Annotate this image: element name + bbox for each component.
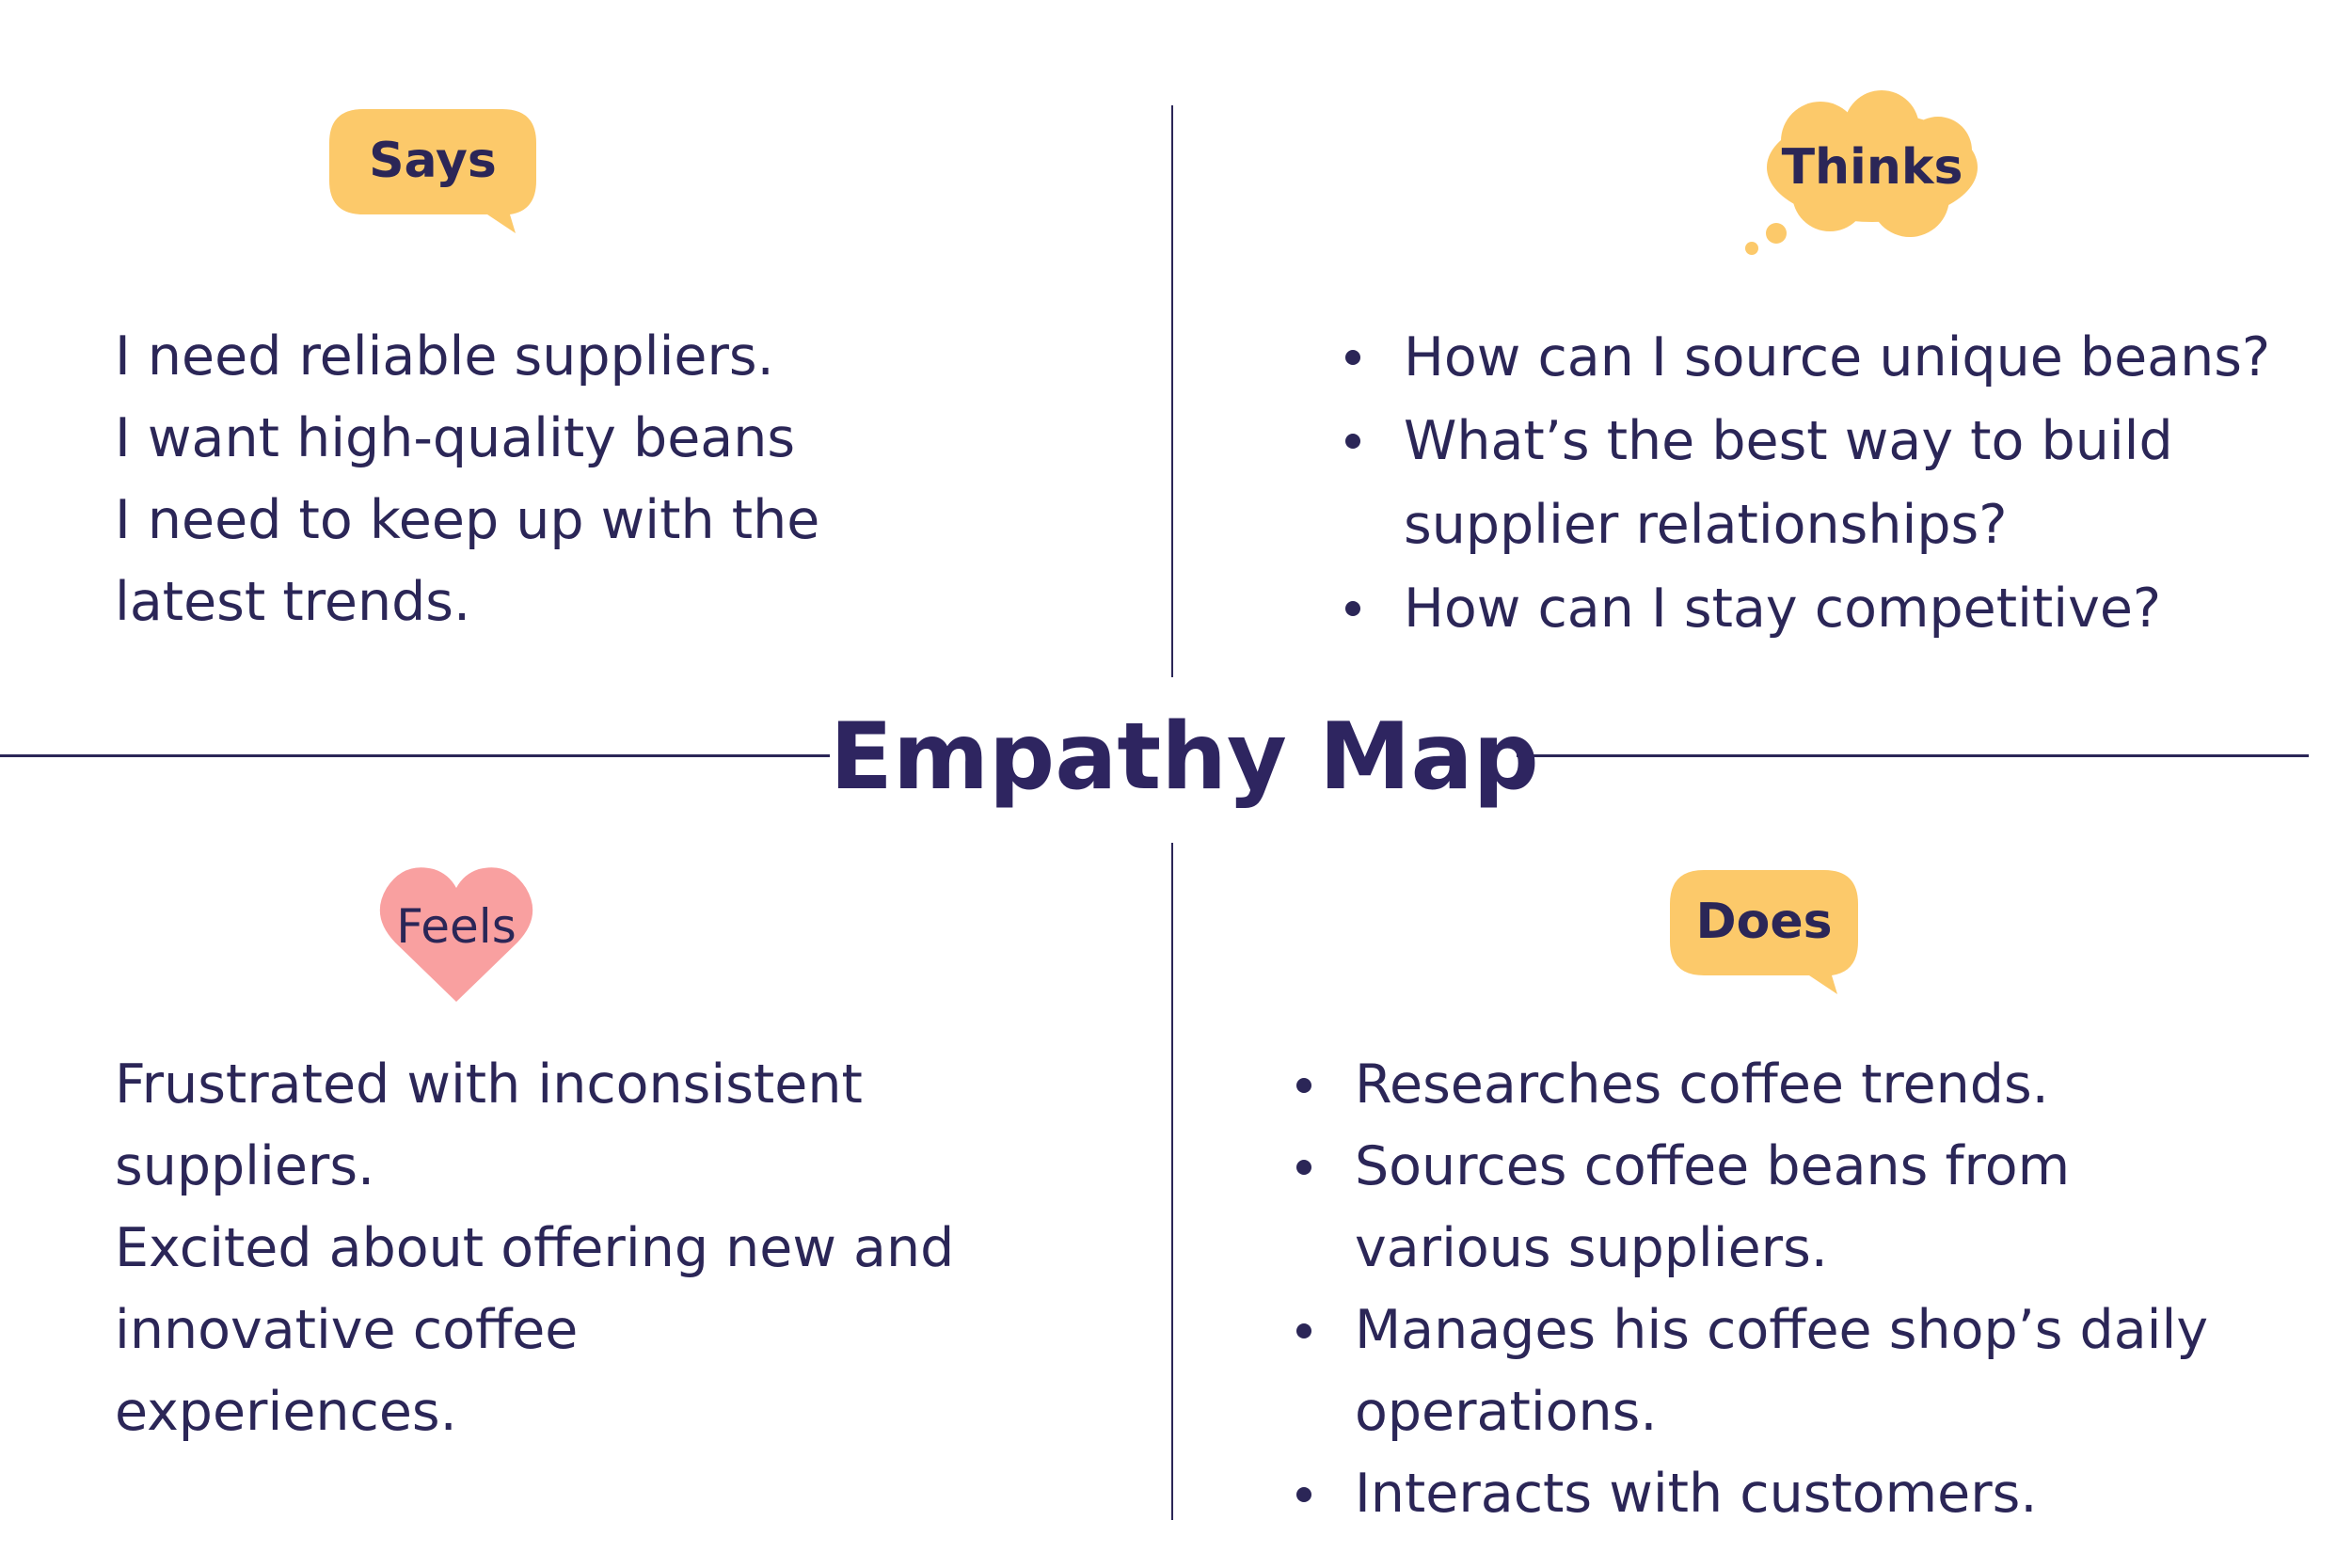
does-content: Researches coffee trends. Sources coffee…: [1287, 1044, 2208, 1535]
list-item: Sources coffee beans from various suppli…: [1287, 1126, 2208, 1290]
feels-badge: Feels: [379, 865, 533, 1002]
feels-line: Excited about offering new and: [115, 1217, 955, 1279]
does-badge: Does: [1670, 870, 1858, 994]
feels-content: Frustrated with inconsistent suppliers. …: [115, 1044, 954, 1453]
says-line: I need reliable suppliers.: [115, 325, 774, 388]
thought-bubble-icon: [1745, 90, 1978, 255]
list-item: Researches coffee trends.: [1287, 1044, 2208, 1126]
says-line: I need to keep up with the: [115, 489, 820, 551]
heart-icon: [379, 867, 533, 1002]
says-line: I want high-quality beans: [115, 407, 796, 469]
list-item: How can I stay competitive?: [1336, 567, 2270, 651]
page-title: Empathy Map: [830, 704, 1539, 811]
says-label: Says: [369, 133, 497, 189]
feels-line: innovative coffee: [115, 1299, 579, 1361]
list-item: How can I source unique beans?: [1336, 316, 2270, 400]
feels-label: Feels: [396, 898, 516, 954]
thinks-badge: Thinks: [1731, 90, 1978, 257]
list-item: Interacts with customers.: [1287, 1453, 2208, 1535]
thinks-content: How can I source unique beans? What’s th…: [1336, 316, 2270, 651]
horizontal-divider-right: [1517, 754, 2309, 757]
does-label: Does: [1695, 894, 1833, 950]
says-content: I need reliable suppliers. I want high-q…: [115, 316, 819, 643]
speech-bubble-icon: [1670, 870, 1858, 994]
feels-line: Frustrated with inconsistent: [115, 1053, 863, 1116]
thinks-label: Thinks: [1781, 138, 1963, 196]
says-badge: Says: [329, 109, 536, 233]
horizontal-divider-left: [0, 754, 830, 757]
list-item: Manages his coffee shop’s daily operatio…: [1287, 1290, 2208, 1453]
list-item: What’s the best way to build supplier re…: [1336, 400, 2270, 567]
feels-line: experiences.: [115, 1381, 457, 1443]
vertical-divider-bottom: [1171, 843, 1173, 1520]
says-line: latest trends.: [115, 571, 471, 633]
speech-bubble-icon: [329, 109, 536, 233]
feels-line: suppliers.: [115, 1135, 375, 1197]
vertical-divider-top: [1171, 105, 1173, 677]
